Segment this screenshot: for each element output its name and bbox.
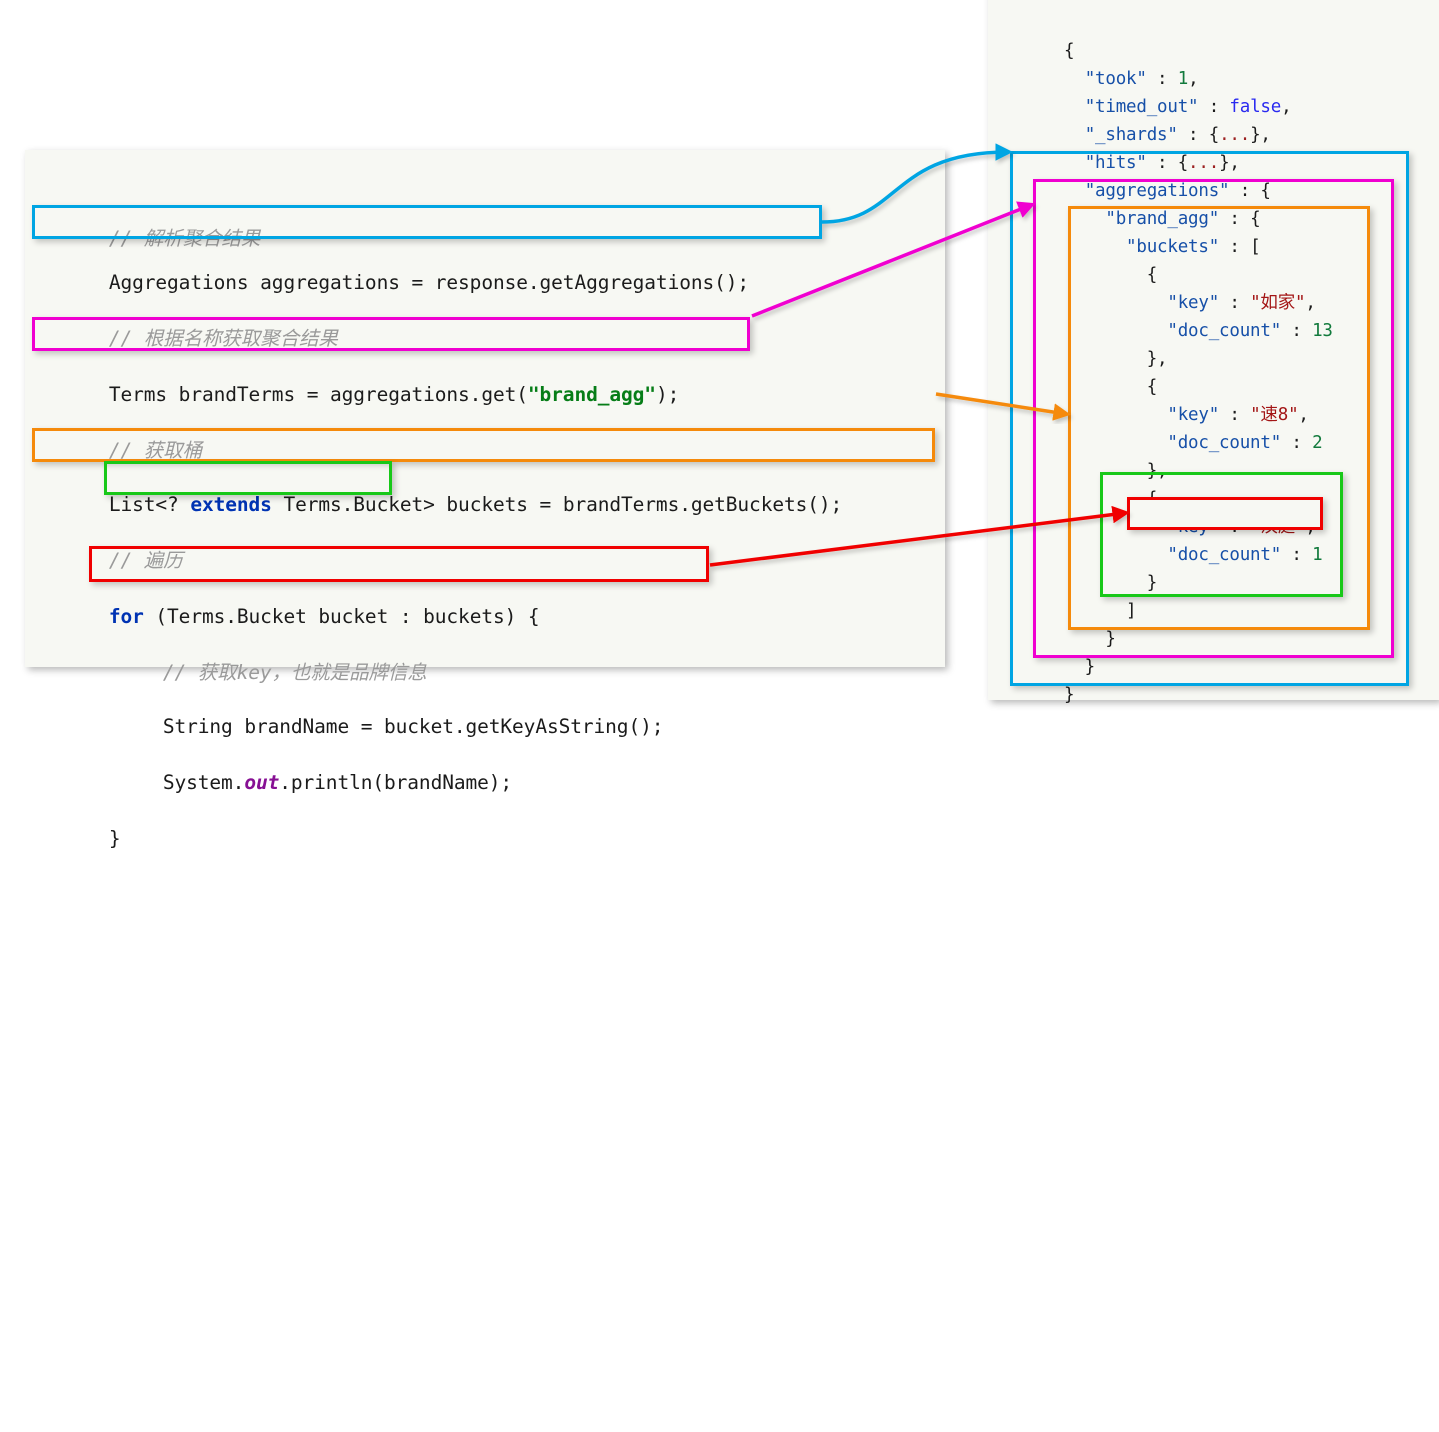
json-text: } (1064, 684, 1075, 705)
code-text: for (Terms.Bucket bucket : buckets) { (108, 604, 540, 628)
code-text: } (108, 826, 121, 850)
json-line-root-close: } (1002, 652, 1439, 738)
json-text: "hits" : {...}, (1084, 152, 1240, 173)
json-line-bucket0-count: "doc_count" : 13 (1002, 288, 1439, 374)
json-line-bucket1-key: "key" : "速8", (1002, 372, 1439, 458)
bucket-doc-count-value: 2 (1312, 432, 1323, 453)
json-line-hits: "hits" : {...}, (1002, 120, 1439, 206)
json-line-shards: "_shards" : {...}, (1002, 92, 1439, 178)
json-text: } (1064, 628, 1116, 649)
comment-text: // 遍历 (108, 548, 183, 572)
comment-text: // 获取key，也就是品牌信息 (162, 660, 427, 684)
json-text: { (1064, 40, 1075, 61)
keyword-for: for (108, 604, 144, 628)
code-comment-iterate: // 遍历 (39, 476, 959, 646)
json-text: "timed_out" : false, (1084, 96, 1292, 117)
code-line-terms-get: Terms brandTerms = aggregations.get("bra… (39, 310, 959, 480)
json-text: ] (1064, 600, 1137, 621)
code-comment-get-by-name: // 根据名称获取聚合结果 (39, 254, 959, 424)
connection-arrows (392, 143, 1130, 567)
bucket-doc-count-value: 13 (1312, 320, 1333, 341)
json-text: "aggregations" : { (1084, 180, 1271, 201)
comment-text: // 根据名称获取聚合结果 (108, 326, 338, 350)
code-comment-get-bucket: // 获取桶 (39, 366, 959, 536)
json-text: "doc_count" : 13 (1167, 320, 1333, 341)
loop-variable-decl: Terms.Bucket bucket (167, 604, 389, 628)
arrow-magenta (751, 201, 1036, 318)
code-comment-get-key: // 获取key，也就是品牌信息 (93, 588, 1013, 758)
json-line-buckets: "buckets" : [ (1002, 204, 1439, 290)
code-line-for-loop: for (Terms.Bucket bucket : buckets) { (39, 532, 959, 702)
json-text: { (1064, 376, 1158, 397)
json-line-brand-agg-close: } (1002, 596, 1439, 682)
code-text: List<? extends Terms.Bucket> buckets = b… (108, 492, 843, 516)
code-line-closing-brace: } (39, 754, 959, 924)
json-line-bucket2-close: } (1002, 540, 1439, 626)
bucket-key-value: 如家 (1260, 292, 1296, 313)
json-text: "doc_count" : 1 (1167, 544, 1323, 565)
json-line-open-brace: { (1002, 8, 1439, 94)
json-line-bucket2-count: "doc_count" : 1 (1002, 512, 1439, 598)
json-line-took: "took" : 1, (1002, 36, 1439, 122)
json-line-bucket0-key: "key" : "如家", (1002, 260, 1439, 346)
arrow-orange (935, 392, 1071, 421)
json-text: }, (1064, 460, 1168, 481)
json-text: { (1064, 264, 1158, 285)
json-line-buckets-close: ] (1002, 568, 1439, 654)
json-text: } (1064, 656, 1096, 677)
json-line-timed-out: "timed_out" : false, (1002, 64, 1439, 150)
json-line-aggregations: "aggregations" : { (1002, 148, 1439, 234)
bucket-doc-count-value: 1 (1312, 544, 1323, 565)
json-text: } (1064, 572, 1158, 593)
json-text: "took" : 1, (1084, 68, 1199, 89)
json-text: "brand_agg" : { (1105, 208, 1261, 229)
json-text: "key" : "如家", (1167, 292, 1316, 313)
code-text: Aggregations aggregations = response.get… (108, 270, 750, 294)
json-line-bucket0-open: { (1002, 232, 1439, 318)
json-line-bucket1-count: "doc_count" : 2 (1002, 400, 1439, 486)
comment-text: // 获取桶 (108, 438, 202, 462)
json-text: "_shards" : {...}, (1084, 124, 1271, 145)
json-line-bucket0-close: }, (1002, 316, 1439, 402)
keyword-extends: extends (190, 492, 272, 516)
json-response-panel: { "took" : 1, "timed_out" : false, "_sha… (988, 0, 1439, 705)
arrow-cyan (821, 143, 1013, 224)
json-line-bucket1-open: { (1002, 344, 1439, 430)
json-text: "key" : "速8", (1167, 404, 1309, 425)
json-line-brand-agg: "brand_agg" : { (1002, 176, 1439, 262)
bucket-key-value: 速8 (1260, 404, 1289, 425)
code-text: Terms brandTerms = aggregations.get("bra… (108, 382, 680, 406)
code-line-get-aggregations: Aggregations aggregations = response.get… (39, 198, 959, 368)
json-text: "doc_count" : 2 (1167, 432, 1323, 453)
json-text: "buckets" : [ (1126, 236, 1261, 257)
arrow-red (709, 505, 1130, 567)
code-line-get-buckets: List<? extends Terms.Bucket> buckets = b… (39, 420, 959, 590)
json-line-bucket1-close: }, (1002, 428, 1439, 514)
json-text: }, (1064, 348, 1168, 369)
string-literal-brand-agg: "brand_agg" (527, 382, 656, 406)
json-line-aggregations-close: } (1002, 624, 1439, 710)
